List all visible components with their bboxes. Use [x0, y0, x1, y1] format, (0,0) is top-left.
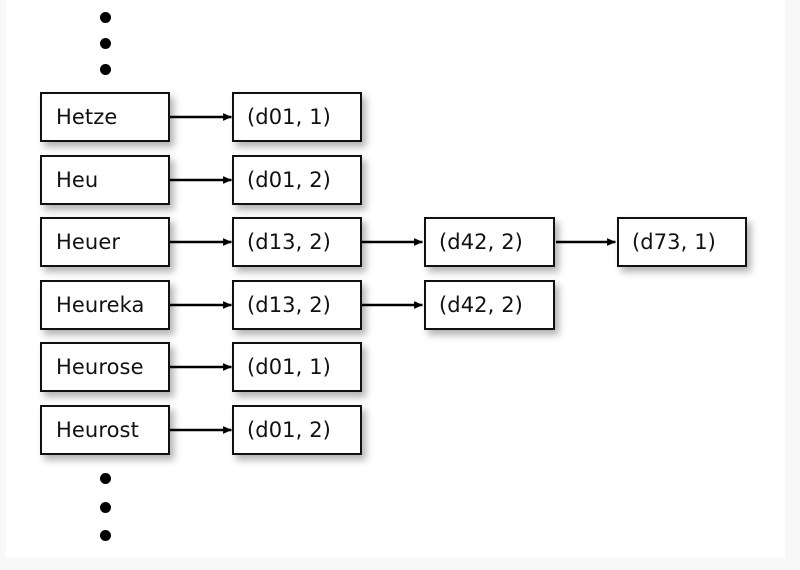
- posting-box[interactable]: (d01, 1): [232, 342, 362, 392]
- dictionary-term-box[interactable]: Heu: [40, 155, 170, 205]
- posting-label: (d01, 2): [247, 167, 331, 192]
- dictionary-term-box[interactable]: Heurost: [40, 405, 170, 455]
- posting-label: (d73, 1): [632, 229, 716, 254]
- posting-label: (d01, 2): [247, 417, 331, 442]
- ellipsis-dot: [100, 64, 111, 75]
- ellipsis-dot: [100, 38, 111, 49]
- posting-box[interactable]: (d42, 2): [424, 280, 555, 330]
- dictionary-term-box[interactable]: Heuer: [40, 217, 170, 267]
- dictionary-term-label: Heurose: [56, 354, 144, 379]
- posting-label: (d01, 1): [247, 354, 331, 379]
- posting-box[interactable]: (d01, 1): [232, 92, 362, 142]
- ellipsis-dot: [100, 473, 111, 484]
- ellipsis-dot: [100, 12, 111, 23]
- posting-label: (d13, 2): [247, 229, 331, 254]
- posting-box[interactable]: (d13, 2): [232, 280, 362, 330]
- dictionary-term-box[interactable]: Hetze: [40, 92, 170, 142]
- dictionary-term-box[interactable]: Heurose: [40, 342, 170, 392]
- posting-label: (d42, 2): [439, 229, 523, 254]
- posting-box[interactable]: (d73, 1): [617, 217, 747, 267]
- posting-label: (d13, 2): [247, 292, 331, 317]
- posting-box[interactable]: (d13, 2): [232, 217, 362, 267]
- dictionary-term-label: Heurost: [56, 417, 139, 442]
- posting-box[interactable]: (d42, 2): [424, 217, 555, 267]
- posting-label: (d01, 1): [247, 104, 331, 129]
- ellipsis-dot: [100, 502, 111, 513]
- posting-label: (d42, 2): [439, 292, 523, 317]
- dictionary-term-label: Hetze: [56, 104, 118, 129]
- dictionary-term-label: Heuer: [56, 229, 121, 254]
- dictionary-term-label: Heureka: [56, 292, 145, 317]
- posting-box[interactable]: (d01, 2): [232, 405, 362, 455]
- dictionary-term-label: Heu: [56, 167, 99, 192]
- dictionary-term-box[interactable]: Heureka: [40, 280, 170, 330]
- posting-box[interactable]: (d01, 2): [232, 155, 362, 205]
- ellipsis-dot: [100, 530, 111, 541]
